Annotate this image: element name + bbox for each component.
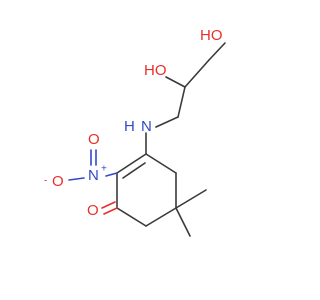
nitro-oxygen-charge: - [44,176,47,187]
amine-hydrogen-label: H [124,118,135,135]
hydroxyl-top-label: HO [200,27,223,44]
bond-c5-methyl-a [175,189,207,209]
hydroxyl-mid-label: HO [144,62,167,79]
atom-label-layer: HO HO N H N + O O - O [44,27,223,219]
bond-ch-ch2n [177,86,186,118]
bond-c5-methyl-b [175,207,191,237]
bond-c2-nitro-n [105,172,118,177]
bond-ch2-oh [208,42,226,61]
amine-nitrogen-label: N [141,118,152,135]
molecule-structure-diagram: HO HO N H N + O O - O [44,27,226,237]
bond-c5-c6 [145,207,177,227]
ketone-oxygen-label: O [87,202,99,219]
bond-c2-c3-double [122,162,146,179]
nitro-oxygen-top-label: O [88,131,100,148]
bond-c6-c1 [116,207,147,227]
bond-c1-o-double [101,201,116,209]
nitro-oxygen-minus-label: O [52,173,64,190]
bond-ch-ch2 [184,59,210,88]
bond-layer [68,42,226,237]
bond-c3-c4 [145,153,177,174]
nitro-nitrogen-label: N [88,167,99,184]
bond-ch2-n [155,116,179,128]
bond-c2-c3 [116,153,147,174]
nitro-nitrogen-charge: + [101,164,107,175]
bond-nitro-n-o-minus [68,177,85,181]
bond-ch-oh [165,76,186,88]
bond-c1-o [103,207,118,215]
